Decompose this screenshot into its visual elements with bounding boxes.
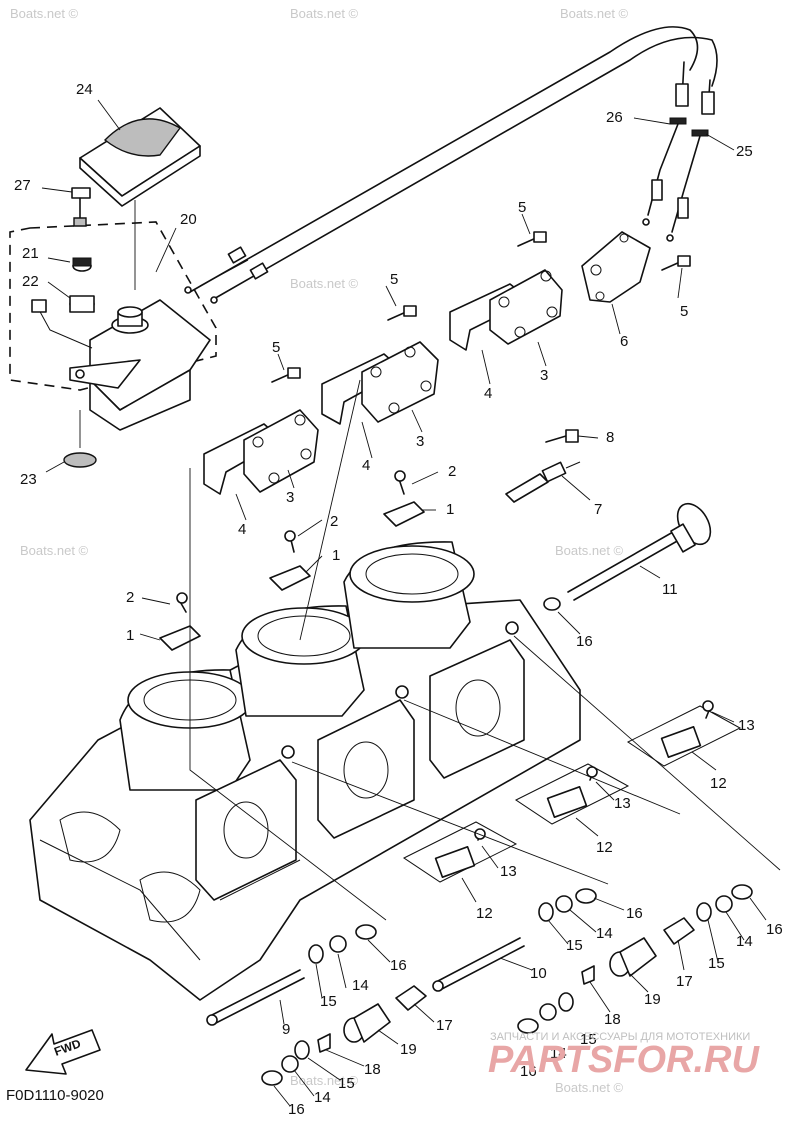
watermark-text: Boats.net © (10, 6, 79, 21)
callout-2: 2 (448, 463, 456, 480)
throttle-levers (159, 379, 781, 921)
callout-14: 14 (352, 977, 369, 994)
callout-4: 4 (238, 521, 246, 538)
shafts (206, 884, 753, 1086)
callout-15: 15 (708, 955, 725, 972)
callout-13: 13 (614, 795, 631, 812)
callout-16: 16 (390, 957, 407, 974)
callout-25: 25 (736, 143, 753, 160)
callout-labels: 24 27 20 21 22 23 26 25 5 5 5 5 6 3 4 3 … (14, 81, 783, 1118)
callout-17: 17 (676, 973, 693, 990)
callout-5: 5 (272, 339, 280, 356)
watermark-text: Boats.net © (560, 6, 629, 21)
callout-19: 19 (644, 991, 661, 1008)
pump-assembly (9, 107, 217, 468)
watermark-text: Boats.net © (555, 543, 624, 558)
callout-12: 12 (596, 839, 613, 856)
reed-valves (203, 231, 691, 495)
callout-22: 22 (22, 273, 39, 290)
callout-27: 27 (14, 177, 31, 194)
callout-5: 5 (518, 199, 526, 216)
callout-13: 13 (500, 863, 517, 880)
callout-11: 11 (662, 581, 678, 598)
callout-4: 4 (484, 385, 492, 402)
callout-14: 14 (314, 1089, 331, 1106)
callout-15: 15 (320, 993, 337, 1010)
callout-1: 1 (332, 547, 340, 564)
callout-16: 16 (576, 633, 593, 650)
watermarks: Boats.net © Boats.net © Boats.net © Boat… (10, 6, 629, 1095)
callout-20: 20 (180, 211, 197, 228)
callout-15: 15 (566, 937, 583, 954)
callout-1: 1 (446, 501, 454, 518)
callout-14: 14 (596, 925, 613, 942)
callout-14: 14 (736, 933, 753, 950)
callout-9: 9 (282, 1021, 290, 1038)
callout-2: 2 (330, 513, 338, 530)
callout-16: 16 (766, 921, 783, 938)
callout-24: 24 (76, 81, 93, 98)
brand-watermark: ЗАПЧАСТИ И АКСЕССУАРЫ ДЛЯ МОТОТЕХНИКИ PA… (488, 1031, 760, 1081)
callout-14: 14 (550, 1045, 567, 1062)
callout-10: 10 (530, 965, 547, 982)
cylinder-block (29, 541, 581, 1001)
callout-12: 12 (476, 905, 493, 922)
callout-15: 15 (338, 1075, 355, 1092)
leader-lines (41, 99, 767, 1107)
brand-logo-text: PARTSFOR.RU (488, 1039, 760, 1081)
callout-7: 7 (594, 501, 602, 518)
callout-13: 13 (738, 717, 755, 734)
fwd-arrow-icon: FWD (25, 1029, 101, 1075)
callout-16: 16 (626, 905, 643, 922)
callout-2: 2 (126, 589, 134, 606)
callout-19: 19 (400, 1041, 417, 1058)
callout-17: 17 (436, 1017, 453, 1034)
diagram-code: F0D1110-9020 (6, 1087, 104, 1104)
callout-16: 16 (520, 1063, 537, 1080)
callout-4: 4 (362, 457, 370, 474)
sensor-parts (505, 429, 712, 611)
callout-3: 3 (286, 489, 294, 506)
callout-16: 16 (288, 1101, 305, 1118)
watermark-text: Boats.net © (290, 6, 359, 21)
callout-21: 21 (22, 245, 39, 262)
brand-tagline: ЗАПЧАСТИ И АКСЕССУАРЫ ДЛЯ МОТОТЕХНИКИ (490, 1031, 750, 1043)
callout-5: 5 (680, 303, 688, 320)
callout-6: 6 (620, 333, 628, 350)
bolt-group (271, 231, 691, 383)
callout-8: 8 (606, 429, 614, 446)
callout-1: 1 (126, 627, 134, 644)
callout-5: 5 (390, 271, 398, 288)
callout-23: 23 (20, 471, 37, 488)
watermark-text: Boats.net © (290, 1073, 359, 1088)
watermark-text: Boats.net © (20, 543, 89, 558)
callout-26: 26 (606, 109, 623, 126)
throttle-cables (184, 26, 718, 304)
watermark-text: Boats.net © (290, 276, 359, 291)
watermark-text: Boats.net © (555, 1080, 624, 1095)
callout-12: 12 (710, 775, 727, 792)
callout-3: 3 (540, 367, 548, 384)
callout-15: 15 (580, 1031, 597, 1048)
callout-18: 18 (364, 1061, 381, 1078)
callout-18: 18 (604, 1011, 621, 1028)
callout-3: 3 (416, 433, 424, 450)
